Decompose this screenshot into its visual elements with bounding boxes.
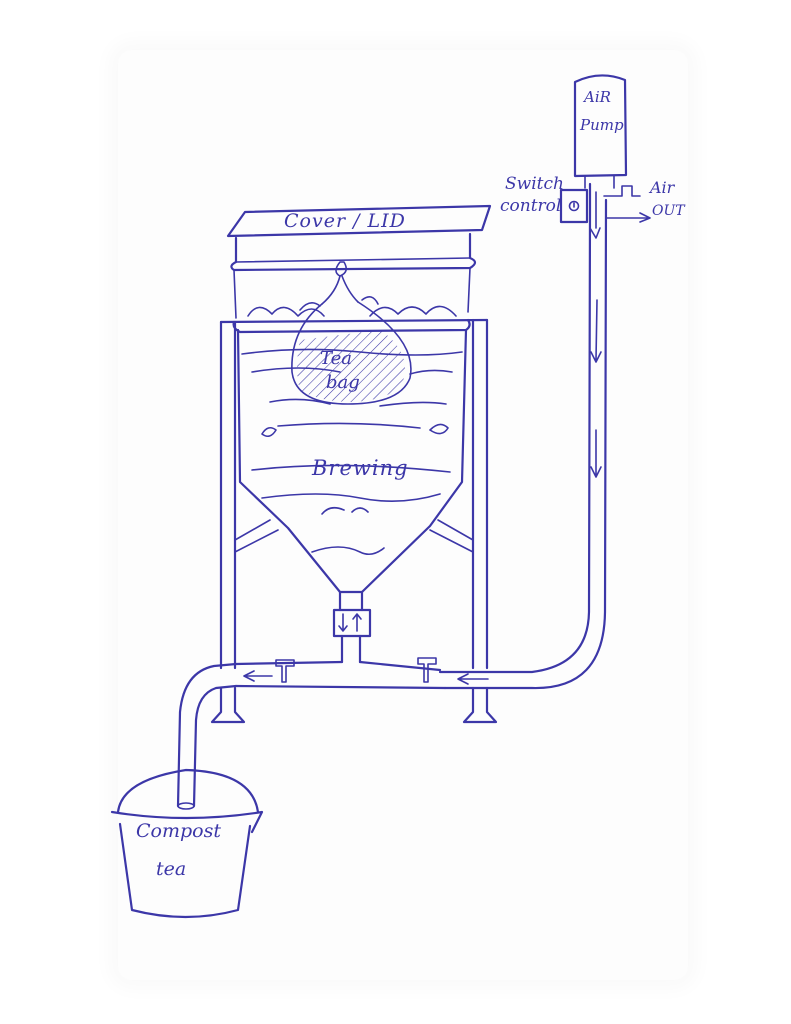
air-out-label-line2: OUT bbox=[652, 203, 685, 219]
compost-tea-label-line2: tea bbox=[156, 858, 187, 880]
bottom-pipe bbox=[234, 657, 447, 690]
stand-feet bbox=[210, 686, 498, 724]
air-out-label-line1: Air bbox=[650, 178, 675, 197]
air-pump-label-line2: Pump bbox=[580, 116, 624, 134]
air-supply-pipe bbox=[438, 182, 608, 690]
air-pump bbox=[573, 74, 628, 189]
paper-background bbox=[118, 50, 688, 980]
brewing-vessel bbox=[232, 305, 471, 594]
compost-tea-bucket bbox=[110, 768, 264, 919]
cover-lid bbox=[226, 204, 492, 319]
stand-frame bbox=[219, 318, 489, 670]
air-pump-label-line1: AiR bbox=[584, 88, 611, 106]
drain-valve bbox=[332, 590, 372, 664]
outlet-pipe bbox=[176, 662, 238, 810]
tea-bag-label-line2: bag bbox=[326, 372, 360, 393]
air-out-valve bbox=[603, 185, 651, 223]
tea-bag-label-line1: Tea bbox=[320, 348, 352, 369]
tea-bag bbox=[291, 296, 412, 405]
switch-control-label-line1: Switch bbox=[505, 174, 564, 194]
switch-control-box bbox=[559, 188, 589, 224]
cover-lid-label: Cover / LID bbox=[284, 210, 406, 232]
brewing-label: Brewing bbox=[312, 456, 409, 480]
compost-tea-label-line1: Compost bbox=[136, 820, 221, 842]
tea-bag-string bbox=[321, 261, 359, 305]
switch-control-label-line2: control bbox=[500, 196, 562, 216]
